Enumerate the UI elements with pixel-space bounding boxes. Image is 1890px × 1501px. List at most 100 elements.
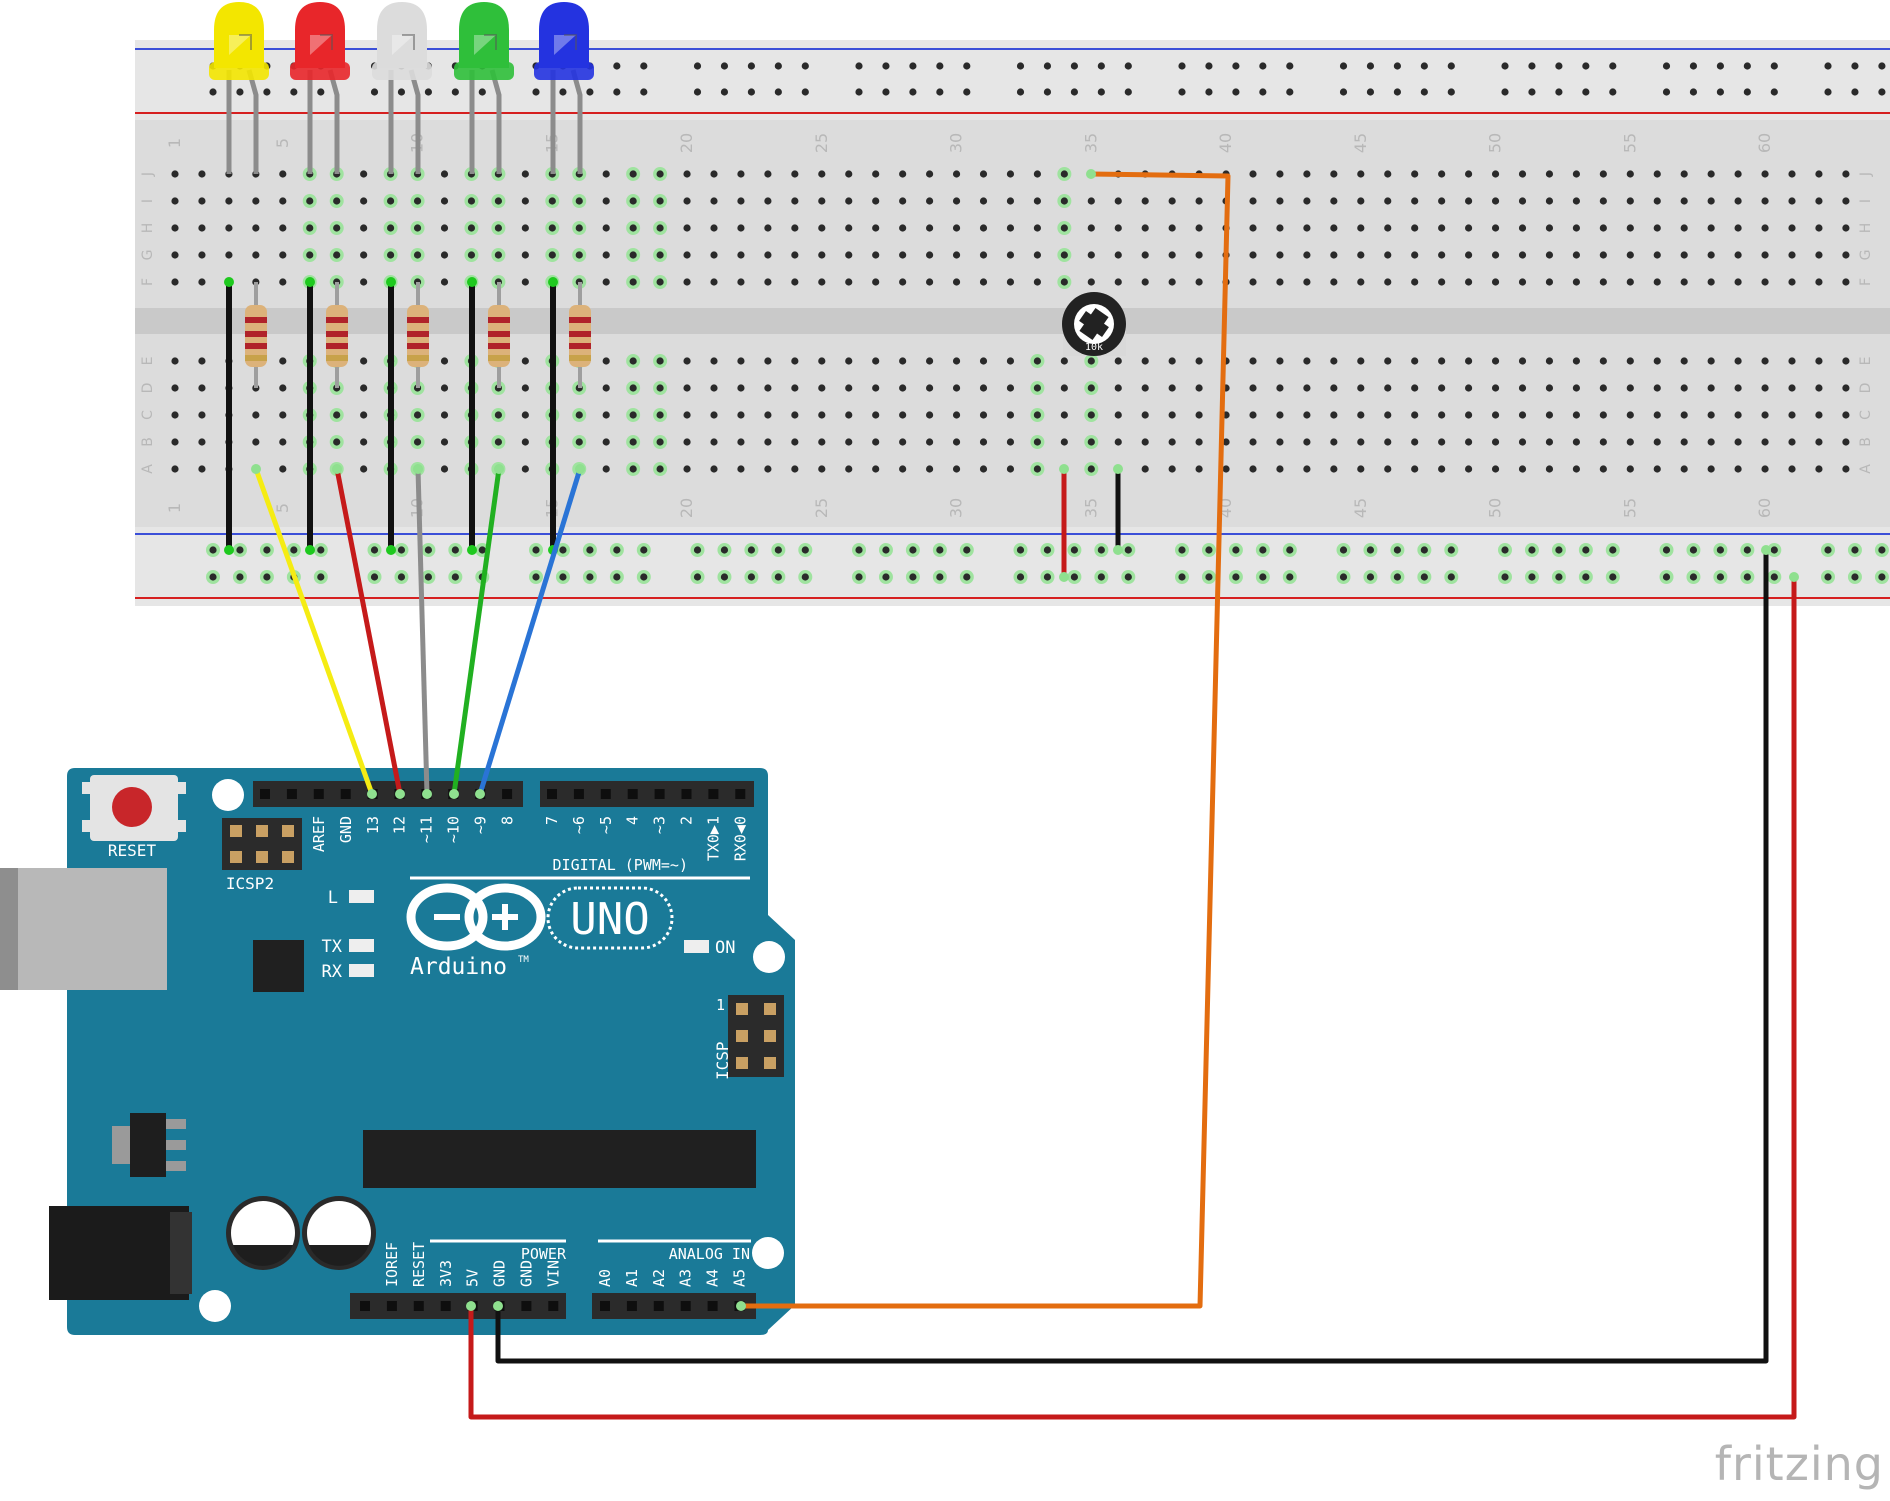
- rail-hole[interactable]: [1070, 62, 1078, 70]
- breadboard-hole[interactable]: [1114, 278, 1122, 286]
- rail-hole[interactable]: [1609, 573, 1617, 581]
- breadboard-hole[interactable]: [764, 384, 772, 392]
- header-pin[interactable]: [626, 1301, 637, 1311]
- breadboard-hole[interactable]: [360, 411, 368, 419]
- breadboard-hole[interactable]: [1572, 465, 1580, 473]
- breadboard-hole[interactable]: [1680, 357, 1688, 365]
- breadboard-hole[interactable]: [979, 411, 988, 419]
- resistor[interactable]: [326, 282, 348, 388]
- breadboard-hole[interactable]: [1060, 357, 1068, 365]
- breadboard-hole[interactable]: [1572, 438, 1580, 446]
- breadboard-hole[interactable]: [440, 357, 449, 365]
- breadboard-hole[interactable]: [279, 224, 287, 232]
- breadboard-hole[interactable]: [494, 251, 502, 259]
- breadboard-hole[interactable]: [1842, 251, 1850, 259]
- breadboard-hole[interactable]: [548, 197, 556, 205]
- breadboard-hole[interactable]: [979, 278, 988, 286]
- breadboard-hole[interactable]: [1384, 170, 1392, 178]
- breadboard-hole[interactable]: [710, 411, 718, 419]
- wire-black-gnd[interactable]: [493, 545, 1771, 1364]
- breadboard-hole[interactable]: [1599, 465, 1607, 473]
- rail-hole[interactable]: [1016, 546, 1025, 554]
- rail-hole[interactable]: [909, 62, 917, 70]
- header-pin[interactable]: [600, 1301, 610, 1311]
- rail-hole[interactable]: [1851, 62, 1859, 70]
- rail-hole[interactable]: [1097, 546, 1105, 554]
- breadboard-hole[interactable]: [737, 278, 745, 286]
- breadboard-hole[interactable]: [656, 170, 664, 178]
- breadboard-hole[interactable]: [1572, 278, 1580, 286]
- breadboard-hole[interactable]: [1168, 411, 1176, 419]
- breadboard-hole[interactable]: [1680, 251, 1688, 259]
- rail-hole[interactable]: [1582, 88, 1590, 96]
- breadboard-hole[interactable]: [198, 411, 206, 419]
- breadboard-hole[interactable]: [1680, 278, 1688, 286]
- breadboard-hole[interactable]: [360, 224, 368, 232]
- breadboard-hole[interactable]: [1438, 224, 1446, 232]
- rail-hole[interactable]: [1339, 573, 1348, 581]
- breadboard-hole[interactable]: [1033, 438, 1041, 446]
- breadboard-hole[interactable]: [1303, 224, 1311, 232]
- breadboard-hole[interactable]: [1303, 278, 1311, 286]
- breadboard-hole[interactable]: [899, 197, 907, 205]
- breadboard-hole[interactable]: [333, 197, 341, 205]
- rail-hole[interactable]: [1878, 573, 1886, 581]
- rail-hole[interactable]: [1043, 88, 1052, 96]
- breadboard-hole[interactable]: [1491, 197, 1500, 205]
- breadboard-hole[interactable]: [1518, 224, 1527, 232]
- breadboard-hole[interactable]: [1815, 438, 1823, 446]
- breadboard-hole[interactable]: [872, 465, 880, 473]
- rail-hole[interactable]: [1501, 573, 1509, 581]
- breadboard-hole[interactable]: [1114, 411, 1122, 419]
- breadboard-hole[interactable]: [360, 357, 368, 365]
- rail-hole[interactable]: [1501, 62, 1509, 70]
- breadboard-hole[interactable]: [1060, 251, 1068, 259]
- breadboard-hole[interactable]: [872, 170, 880, 178]
- header-pin[interactable]: [440, 1301, 451, 1311]
- rail-hole[interactable]: [774, 546, 782, 554]
- breadboard-hole[interactable]: [1815, 465, 1823, 473]
- rail-hole[interactable]: [424, 573, 432, 581]
- breadboard-hole[interactable]: [1572, 197, 1580, 205]
- breadboard-hole[interactable]: [1114, 438, 1122, 446]
- breadboard-hole[interactable]: [306, 251, 314, 259]
- breadboard-hole[interactable]: [1491, 384, 1500, 392]
- breadboard-hole[interactable]: [952, 224, 961, 232]
- breadboard-hole[interactable]: [171, 384, 179, 392]
- breadboard-hole[interactable]: [360, 438, 368, 446]
- breadboard-hole[interactable]: [1114, 251, 1122, 259]
- breadboard-hole[interactable]: [1518, 251, 1527, 259]
- rail-hole[interactable]: [936, 546, 944, 554]
- breadboard-hole[interactable]: [1249, 170, 1257, 178]
- rail-hole[interactable]: [1043, 546, 1052, 554]
- breadboard-hole[interactable]: [818, 278, 826, 286]
- breadboard-hole[interactable]: [1707, 411, 1715, 419]
- rail-hole[interactable]: [209, 546, 217, 554]
- breadboard-hole[interactable]: [1195, 278, 1203, 286]
- breadboard-hole[interactable]: [171, 224, 179, 232]
- breadboard-hole[interactable]: [629, 224, 637, 232]
- rail-hole[interactable]: [1609, 546, 1617, 554]
- breadboard-hole[interactable]: [1249, 197, 1257, 205]
- breadboard-hole[interactable]: [1788, 438, 1796, 446]
- breadboard-hole[interactable]: [872, 224, 880, 232]
- rail-hole[interactable]: [909, 573, 917, 581]
- breadboard-hole[interactable]: [683, 357, 691, 365]
- breadboard-hole[interactable]: [1653, 465, 1661, 473]
- rail-hole[interactable]: [1420, 62, 1428, 70]
- rail-hole[interactable]: [1259, 546, 1267, 554]
- wire-green-pin10[interactable]: [449, 464, 504, 799]
- rail-hole[interactable]: [1716, 573, 1724, 581]
- breadboard-hole[interactable]: [1842, 465, 1850, 473]
- breadboard-hole[interactable]: [1707, 224, 1715, 232]
- breadboard-hole[interactable]: [1599, 438, 1607, 446]
- rail-hole[interactable]: [909, 88, 917, 96]
- breadboard-hole[interactable]: [818, 170, 826, 178]
- breadboard-hole[interactable]: [1411, 465, 1419, 473]
- breadboard-hole[interactable]: [252, 197, 260, 205]
- header-pin[interactable]: [360, 1301, 370, 1311]
- breadboard-hole[interactable]: [1815, 251, 1823, 259]
- breadboard-hole[interactable]: [1545, 465, 1554, 473]
- breadboard-hole[interactable]: [1168, 197, 1176, 205]
- breadboard-hole[interactable]: [1626, 438, 1634, 446]
